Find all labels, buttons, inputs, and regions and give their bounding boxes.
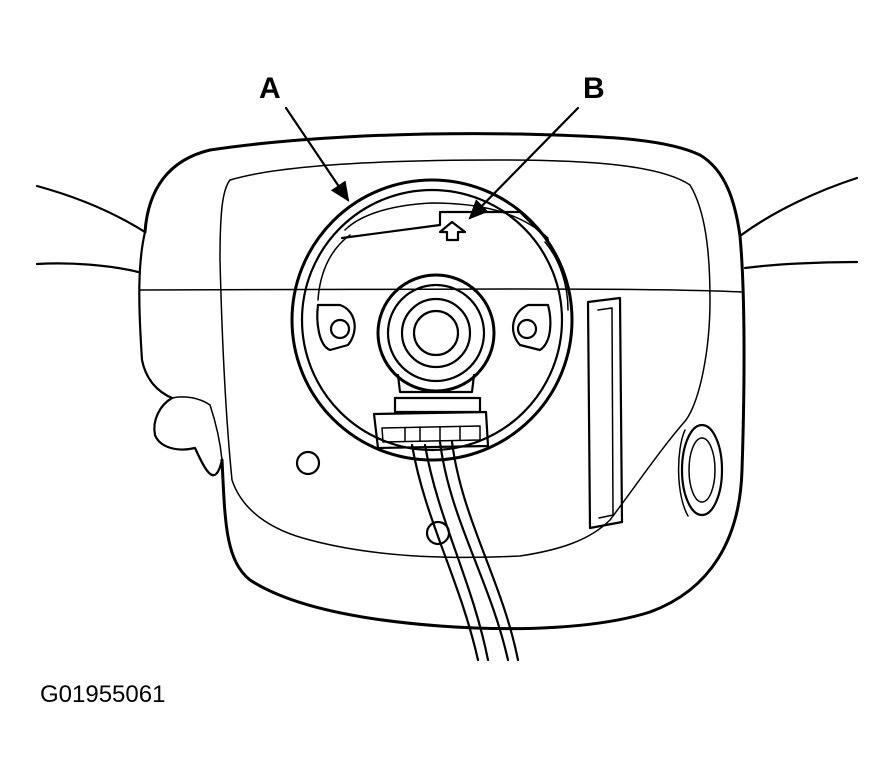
alignment-arrow-mark — [438, 220, 467, 242]
wire-harness — [410, 440, 520, 662]
callout-b-label: B — [583, 72, 605, 105]
leader-line-b — [468, 106, 580, 220]
figure-id: G01955061 — [40, 681, 166, 708]
callout-a-label: A — [259, 72, 281, 105]
left-spoke — [35, 184, 147, 274]
column-cover — [138, 132, 746, 631]
right-spoke — [738, 176, 859, 270]
cable-reel — [290, 178, 574, 462]
leader-line-a — [284, 106, 350, 202]
